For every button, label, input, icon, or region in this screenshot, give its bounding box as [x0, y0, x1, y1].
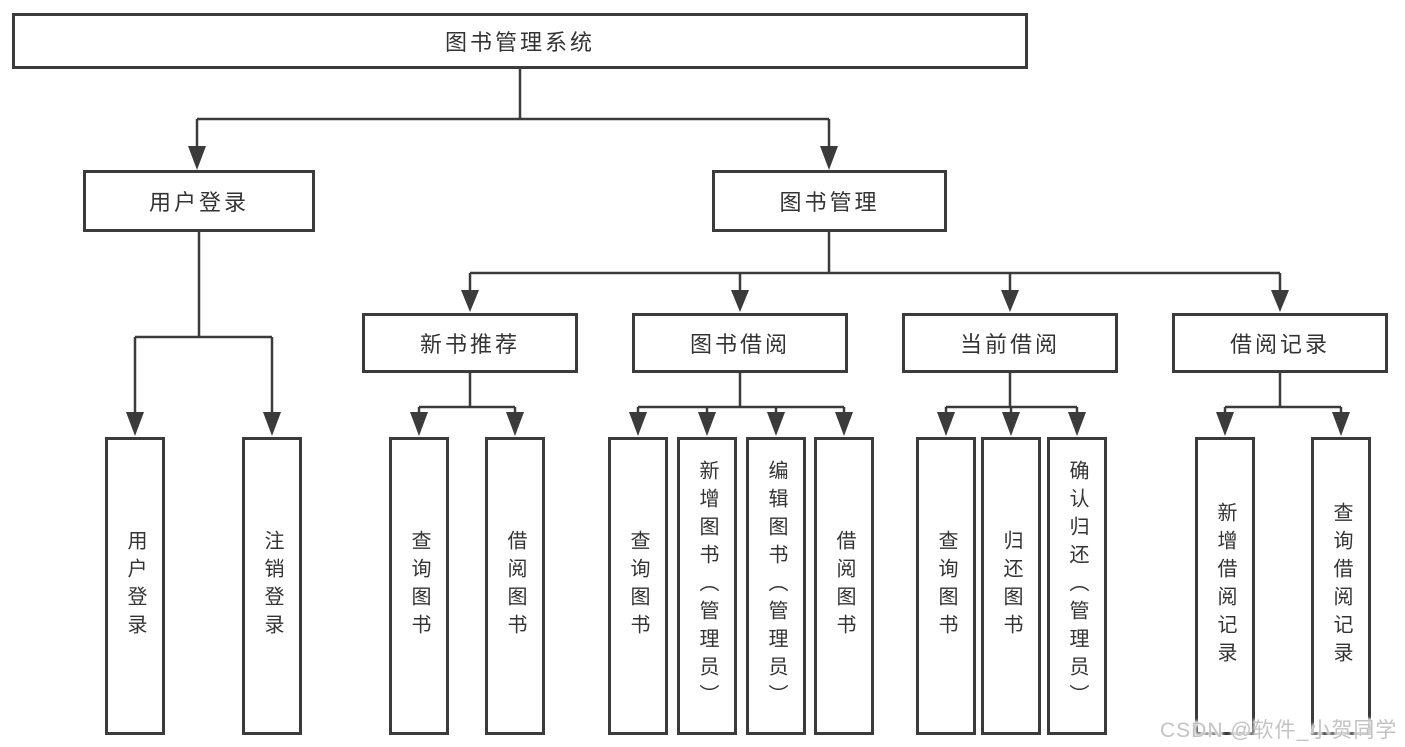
leaf-br-query-record: 查询借阅记录: [1311, 437, 1371, 735]
leaf-bb-add-books-admin: 新增图书（管理员）: [677, 437, 737, 735]
connector-root-to-level2: [195, 69, 831, 149]
connector-new-book-rec-branch: [417, 373, 517, 414]
connector-book-borrow-branch: [636, 373, 846, 414]
leaf-bb-borrow-books: 借阅图书: [814, 437, 874, 735]
arrowheads-current-borrow: [937, 412, 1086, 436]
leaf-logout-label: 注销登录: [261, 530, 283, 642]
arrowheads-new-book-rec: [410, 412, 524, 436]
node-borrow-records: 借阅记录: [1172, 313, 1388, 373]
node-user-login-label: 用户登录: [148, 190, 249, 215]
leaf-br-add-record-label: 新增借阅记录: [1214, 502, 1236, 670]
leaf-user-login-label: 用户登录: [124, 530, 146, 642]
leaf-cb-confirm-return-admin: 确认归还（管理员）: [1047, 437, 1107, 735]
node-current-borrow-label: 当前借阅: [959, 332, 1060, 357]
leaf-bb-query-books-label: 查询图书: [627, 530, 649, 642]
leaf-logout: 注销登录: [242, 437, 302, 735]
leaf-bb-edit-books-admin-label: 编辑图书（管理员）: [765, 460, 787, 712]
leaf-cb-query-books: 查询图书: [916, 437, 976, 735]
leaf-cb-return-books-label: 归还图书: [1000, 530, 1022, 642]
leaf-bb-edit-books-admin: 编辑图书（管理员）: [746, 437, 806, 735]
leaf-bb-borrow-books-label: 借阅图书: [833, 530, 855, 642]
connector-user-login-branch: [133, 232, 274, 414]
node-book-borrow: 图书借阅: [632, 313, 848, 373]
leaf-nbr-borrow-books: 借阅图书: [485, 437, 545, 735]
arrowheads-borrow-records: [1216, 412, 1350, 436]
node-root: 图书管理系统: [12, 13, 1028, 69]
leaf-bb-add-books-admin-label: 新增图书（管理员）: [696, 460, 718, 712]
leaf-cb-confirm-return-admin-label: 确认归还（管理员）: [1066, 460, 1088, 712]
leaf-nbr-query-books: 查询图书: [389, 437, 449, 735]
leaf-br-query-record-label: 查询借阅记录: [1330, 502, 1352, 670]
node-new-book-rec-label: 新书推荐: [419, 332, 520, 357]
arrowheads-book-borrow: [629, 412, 853, 436]
leaf-cb-return-books: 归还图书: [981, 437, 1041, 735]
connector-book-management-branch: [468, 232, 1282, 292]
connector-borrow-records-branch: [1223, 373, 1343, 414]
node-borrow-records-label: 借阅记录: [1229, 332, 1330, 357]
leaf-nbr-query-books-label: 查询图书: [408, 530, 430, 642]
leaf-user-login: 用户登录: [105, 437, 165, 735]
leaf-nbr-borrow-books-label: 借阅图书: [504, 530, 526, 642]
arrowheads-level2: [188, 146, 838, 170]
leaf-cb-query-books-label: 查询图书: [935, 530, 957, 642]
leaf-br-add-record: 新增借阅记录: [1195, 437, 1255, 735]
node-book-management-label: 图书管理: [779, 190, 880, 215]
arrowheads-level3: [461, 290, 1289, 312]
node-new-book-rec: 新书推荐: [362, 313, 578, 373]
leaf-bb-query-books: 查询图书: [608, 437, 668, 735]
node-book-borrow-label: 图书借阅: [689, 332, 790, 357]
node-user-login: 用户登录: [83, 170, 315, 232]
node-current-borrow: 当前借阅: [902, 313, 1118, 373]
node-root-label: 图书管理系统: [444, 30, 595, 55]
node-book-management: 图书管理: [712, 170, 947, 232]
connector-current-borrow-branch: [944, 373, 1079, 414]
arrowheads-user-login: [126, 412, 281, 436]
csdn-watermark: CSDN @软件_小贺同学: [1160, 719, 1398, 742]
